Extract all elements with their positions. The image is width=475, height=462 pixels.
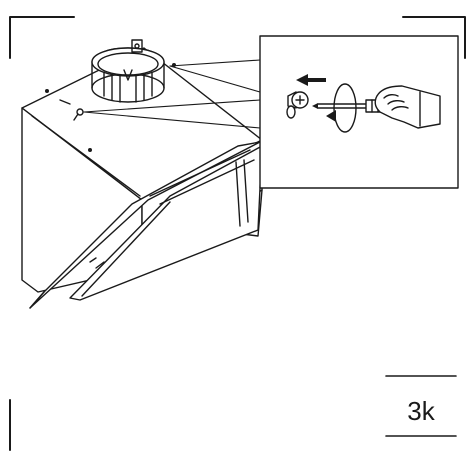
detail-inset (259, 35, 459, 189)
screw-on-panel-icon (73, 108, 84, 121)
crop-marks (9, 16, 466, 451)
step-label: 3k (407, 396, 435, 426)
detail-leader-lines (83, 59, 261, 129)
hand-icon (374, 85, 441, 129)
direction-arrow-icon (296, 74, 326, 86)
screw-icon (286, 91, 309, 119)
cooker-hood (21, 47, 263, 309)
air-outlet-flange (91, 39, 165, 103)
